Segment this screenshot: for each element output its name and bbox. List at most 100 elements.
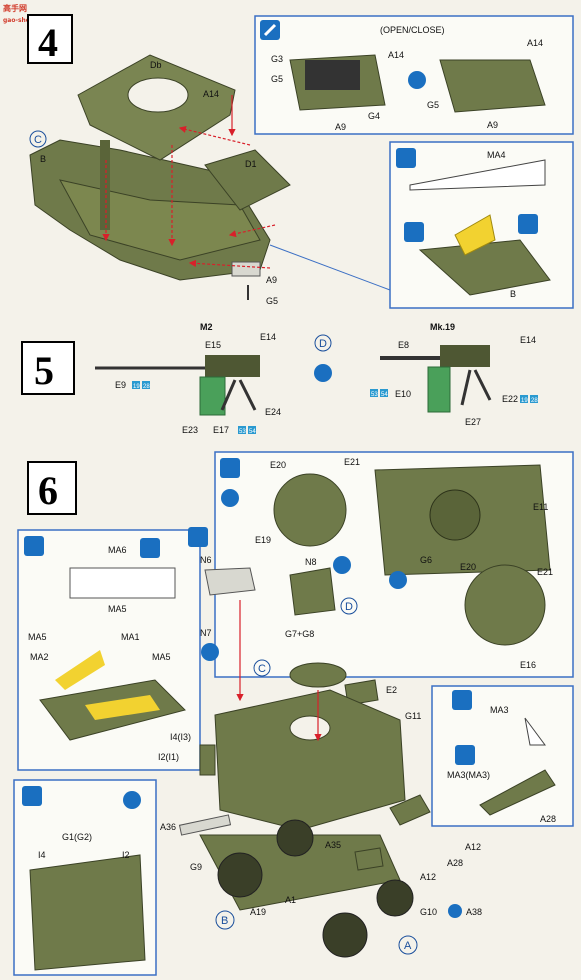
label-e23: E23	[182, 425, 198, 435]
label-ma1: MA1	[121, 632, 140, 642]
part-d1	[204, 149, 291, 211]
badge-19-b	[520, 395, 528, 403]
label-e8: E8	[398, 340, 409, 350]
label-g4: G4	[368, 111, 380, 121]
label-a12: A12	[465, 842, 481, 852]
hull-pillar	[100, 140, 110, 230]
label-e22: E22	[502, 394, 518, 404]
movable-icon-5	[314, 364, 332, 382]
wheel-front	[322, 912, 368, 958]
part-a9	[231, 261, 261, 277]
part-a36	[178, 814, 232, 836]
step-4: 4 C Db A14 B D1 A9 G5 (OPEN/CLOSE)	[27, 14, 574, 309]
label-a38: A38	[466, 907, 482, 917]
label-e16: E16	[520, 660, 536, 670]
label-e24: E24	[265, 407, 281, 417]
vehicle-body	[214, 689, 406, 831]
step-6-number: 6	[38, 468, 58, 513]
label-g5-inset: G5	[271, 74, 283, 84]
label-e14-m2: E14	[260, 332, 276, 342]
badge-54-b-text: 54	[381, 392, 388, 398]
label-a28-inset: A28	[540, 814, 556, 824]
circle-d-label: D	[319, 338, 327, 350]
wheel-front-2	[376, 879, 414, 917]
circle-c-label: C	[34, 134, 42, 146]
label-a36: A36	[160, 822, 176, 832]
label-i2: I2(I1)	[158, 752, 179, 762]
inset-caption: (OPEN/CLOSE)	[380, 25, 445, 35]
label-e11: E11	[533, 502, 548, 512]
circle-b-label: B	[221, 915, 228, 927]
glue-icon-6a	[220, 458, 240, 478]
circle-b-marker	[215, 910, 235, 930]
step-5-number: 5	[34, 348, 54, 393]
label-e19: E19	[255, 535, 271, 545]
badge-28-b	[530, 395, 538, 403]
label-a9-inset: A9	[335, 122, 346, 132]
label-g7g8: G7+G8	[285, 629, 314, 639]
label-g5-inset-2: G5	[427, 100, 439, 110]
movable-icon-6f	[123, 791, 141, 809]
label-ma2: MA2	[30, 652, 49, 662]
label-e21-b: E21	[537, 567, 553, 577]
step-4-number: 4	[38, 20, 58, 65]
part-g7g8	[289, 662, 347, 688]
badge-53-b-text: 53	[371, 392, 378, 398]
badge-54-a-text: 54	[249, 429, 256, 435]
movable-icon-6e	[448, 904, 462, 918]
mk19-mount	[460, 369, 492, 406]
detail-circle-1	[273, 473, 347, 547]
label-e21: E21	[344, 457, 360, 467]
label-ma4: MA4	[487, 150, 506, 160]
label-e20-b: E20	[460, 562, 476, 572]
movable-icon-6c	[201, 643, 219, 661]
label-ma5-c: MA5	[152, 652, 171, 662]
circle-d-marker	[314, 334, 332, 352]
glue-icon-6d	[452, 690, 472, 710]
badge-19-b-text: 19	[521, 398, 528, 404]
label-e17: E17	[213, 425, 229, 435]
label-a12-b: A12	[420, 872, 436, 882]
circle-c-marker-6	[253, 659, 271, 677]
circle-d-marker-6	[340, 597, 358, 615]
glue-icon-glyph	[263, 23, 277, 37]
label-i4-inset: I4	[38, 850, 46, 860]
label-e9: E9	[115, 380, 126, 390]
circle-c-marker	[29, 130, 47, 148]
vehicle-rear-view	[29, 854, 146, 971]
badge-54-a	[248, 426, 256, 434]
badge-19-a-text: 19	[133, 384, 140, 390]
label-g6: G6	[420, 555, 432, 565]
label-a35: A35	[325, 840, 341, 850]
water-decal-icon-2	[518, 214, 538, 234]
label-ma6: MA6	[108, 545, 127, 555]
roof-ring	[429, 489, 481, 541]
decal-yellow	[454, 214, 496, 256]
label-d1: D1	[245, 159, 257, 169]
decal-sheet	[409, 159, 546, 191]
circle-a-label: A	[404, 940, 412, 952]
watermark-logo: 高手网 gao-shou.com	[3, 3, 50, 24]
label-n8: N8	[305, 557, 317, 567]
badge-53-a	[238, 426, 246, 434]
label-g5: G5	[266, 296, 278, 306]
label-ma3: MA3	[490, 705, 509, 715]
label-a14: A14	[203, 89, 219, 99]
decal-ma3	[524, 717, 546, 746]
label-b-inset: B	[510, 289, 516, 299]
glue-icon-6b	[24, 536, 44, 556]
water-decal-icon-6b	[455, 745, 475, 765]
badge-19-a	[132, 381, 140, 389]
part-i4	[199, 744, 216, 776]
label-e15: E15	[205, 340, 221, 350]
label-i2-inset: I2	[122, 850, 130, 860]
label-n7: N7	[200, 628, 212, 638]
m2-ammo-box	[199, 376, 226, 416]
wheel-rear	[217, 852, 263, 898]
hatch-open-interior	[305, 60, 360, 90]
label-a14-inset-2: A14	[527, 38, 543, 48]
badge-28-b-text: 28	[531, 398, 538, 404]
label-a28: A28	[447, 858, 463, 868]
title-mk19: Mk.19	[430, 322, 455, 332]
